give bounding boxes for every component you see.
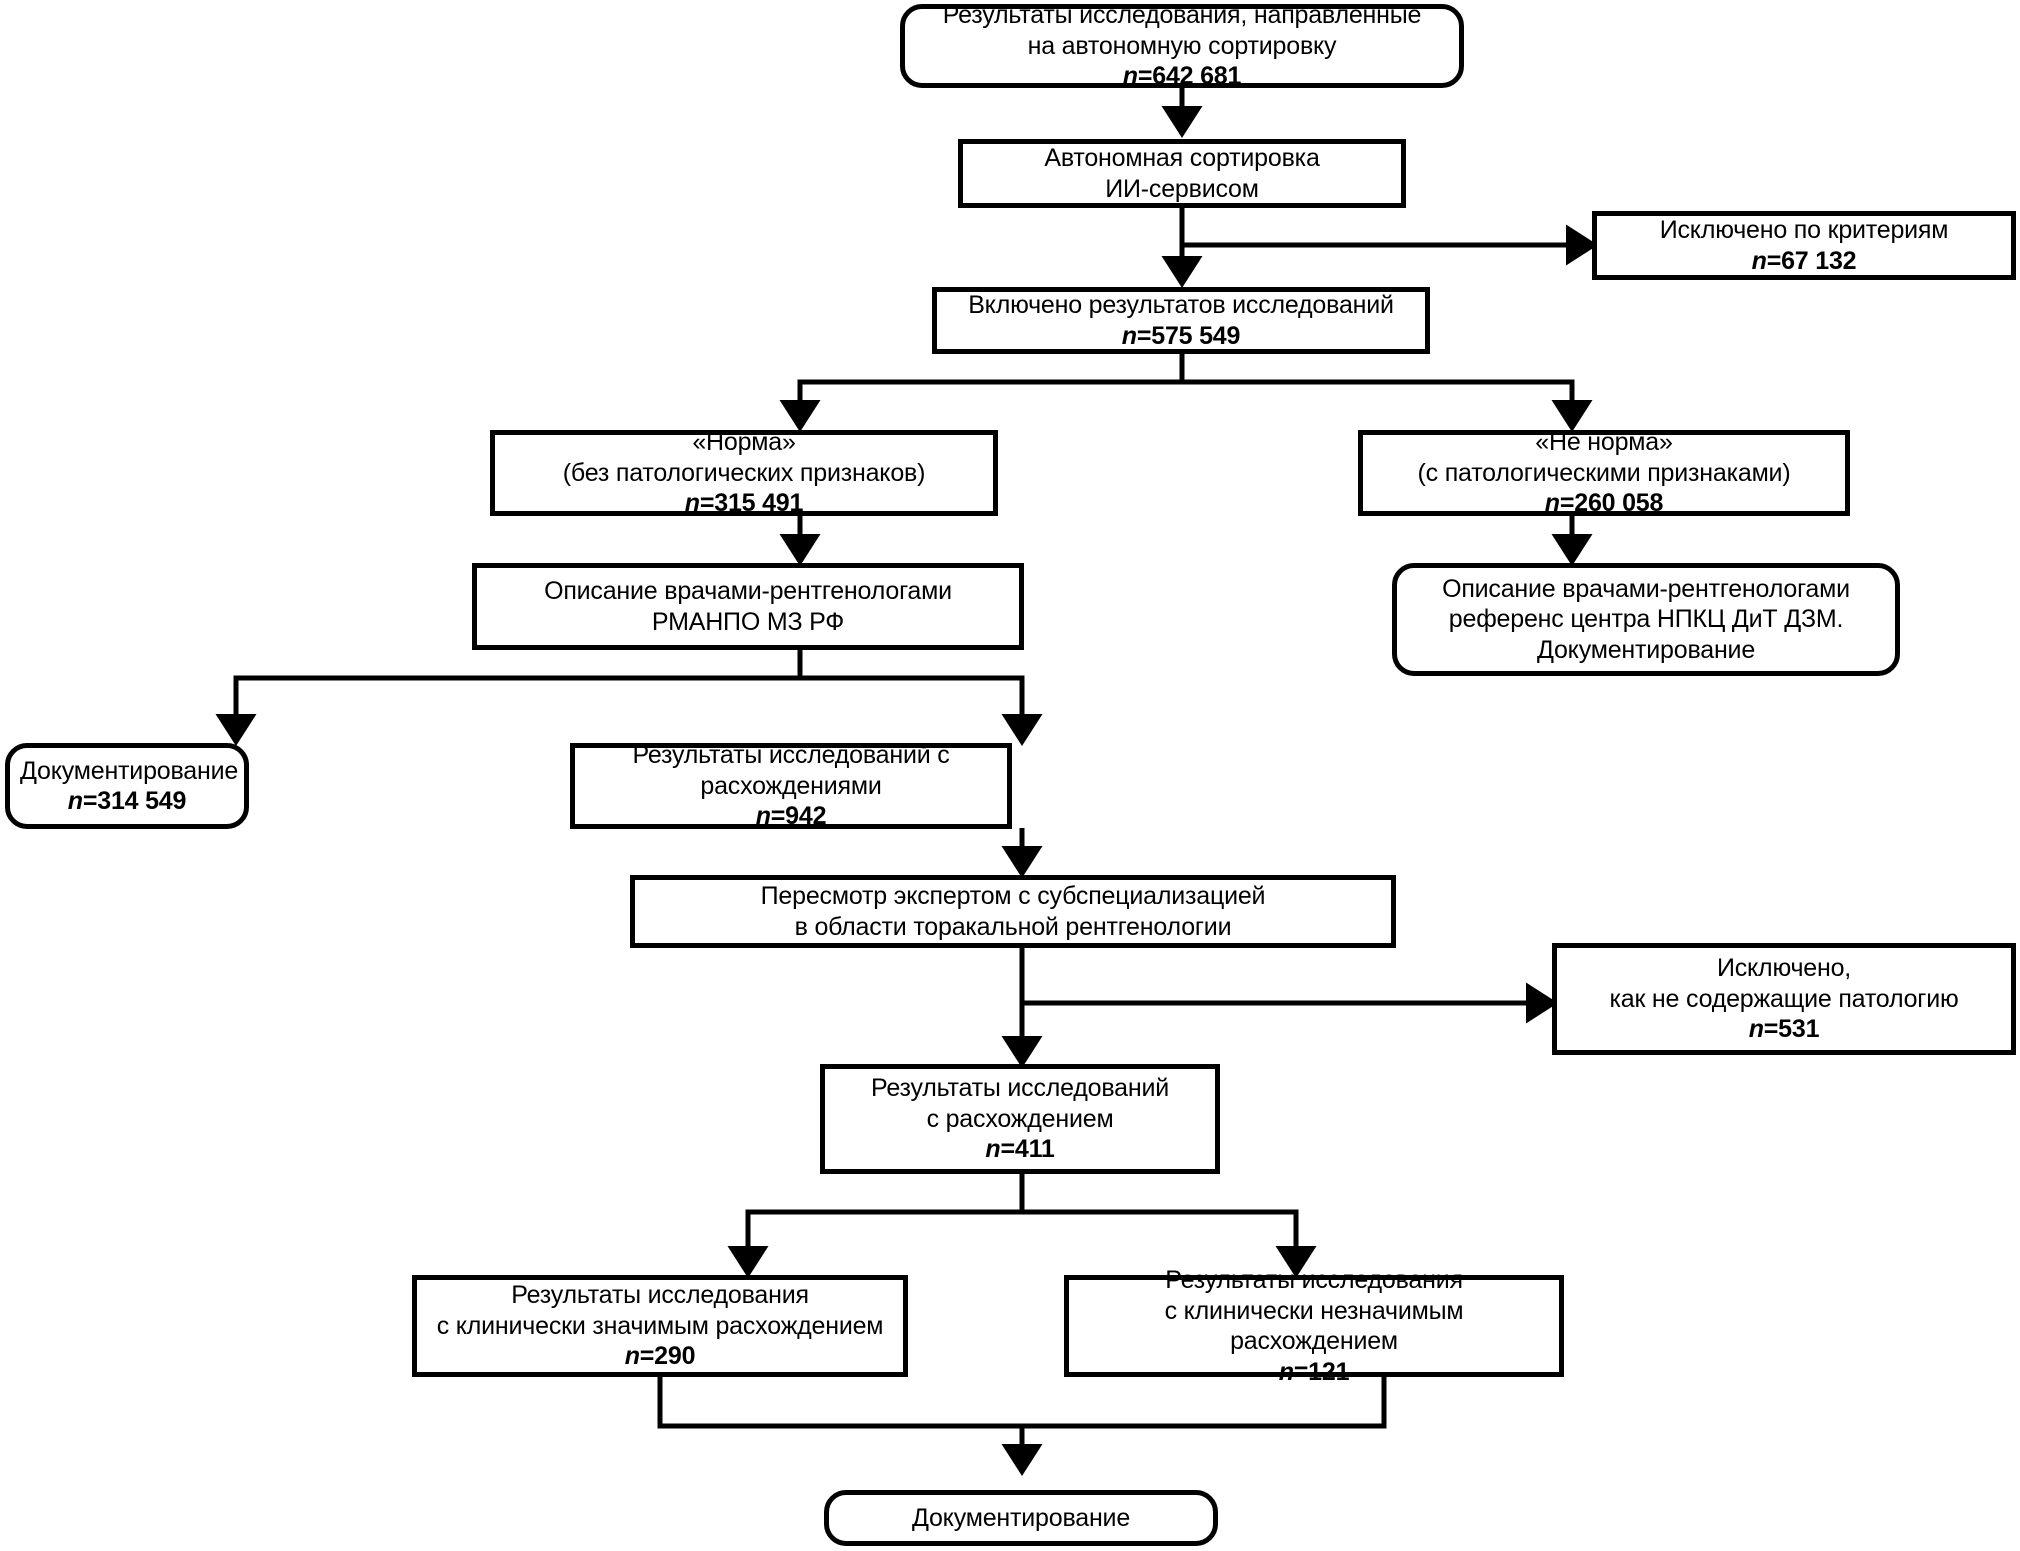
node-line: в области торакальной рентгенологии xyxy=(794,912,1232,941)
node-line: Результаты исследования, направленные xyxy=(942,1,1422,30)
edge-included-to-nenorma xyxy=(1179,354,1593,433)
node-count: n=314 549 xyxy=(20,786,234,817)
n-value: =642 681 xyxy=(1137,62,1242,91)
node-line: Результаты исследования xyxy=(1165,1266,1463,1294)
n-symbol: n xyxy=(684,489,700,518)
node-ne-norma[interactable]: «Не норма» (с патологическими признаками… xyxy=(1358,428,1850,519)
node-line: Исключено по критериям xyxy=(1659,216,1949,244)
n-value: =411 xyxy=(1000,1135,1055,1164)
node-line: Описание врачами-рентгенологами xyxy=(1442,574,1850,603)
n-value: =290 xyxy=(639,1342,696,1371)
node-line: Исключено, xyxy=(1716,954,1852,983)
node-included[interactable]: Включено результатов исследований n=575 … xyxy=(932,287,1430,354)
node-count: n=642 681 xyxy=(915,61,1449,92)
n-symbol: n xyxy=(1748,1015,1764,1044)
node-count: n=121 xyxy=(1079,1357,1549,1388)
node-line: с клинически незначимым расхождением xyxy=(1164,1296,1464,1356)
node-discrepancies-942[interactable]: Результаты исследований с расхождениями … xyxy=(570,741,1012,832)
node-count: n=411 xyxy=(835,1134,1205,1165)
node-line: с клинически значимым расхождением xyxy=(436,1311,884,1340)
node-line: на автономную сортировку xyxy=(1027,31,1337,60)
n-symbol: n xyxy=(1122,62,1138,91)
node-line: Описание врачами-рентгенологами xyxy=(544,577,952,605)
node-norma[interactable]: «Норма» (без патологических признаков) n… xyxy=(490,428,998,519)
node-sent-to-triage[interactable]: Результаты исследования, направленные на… xyxy=(900,1,1464,90)
n-value: =942 xyxy=(770,802,827,831)
n-symbol: n xyxy=(985,1135,1001,1164)
node-count: n=942 xyxy=(585,801,997,832)
edge-rmanpo-to-doc xyxy=(215,650,803,747)
n-symbol: n xyxy=(1278,1357,1294,1386)
n-symbol: n xyxy=(1544,489,1560,518)
node-line: «Норма» xyxy=(692,428,796,457)
node-line: (с патологическими признаками) xyxy=(1417,458,1791,487)
n-value: =67 132 xyxy=(1766,246,1857,275)
n-value: =575 549 xyxy=(1136,321,1241,350)
node-ai-triage[interactable]: Автономная сортировка ИИ-сервисом xyxy=(958,139,1406,208)
node-line: Документирование xyxy=(911,1503,1131,1532)
node-line: Включено результатов исследований xyxy=(968,291,1394,319)
node-count: n=315 491 xyxy=(505,488,983,519)
node-count: n=531 xyxy=(1567,1014,2001,1045)
node-line: (без патологических признаков) xyxy=(562,458,926,487)
n-symbol: n xyxy=(755,802,771,831)
node-line: РМАНПО МЗ РФ xyxy=(651,607,845,636)
n-symbol: n xyxy=(67,787,83,815)
edge-411-to-290 xyxy=(727,1174,1025,1279)
node-clinically-insignificant-121[interactable]: Результаты исследования с клинически нез… xyxy=(1064,1266,1564,1386)
edge-join-290 xyxy=(657,1377,1022,1429)
node-count: n=290 xyxy=(427,1341,893,1372)
node-line: как не содержащие патологию xyxy=(1609,984,1959,1013)
edge-411-to-121 xyxy=(1019,1174,1317,1279)
n-symbol: n xyxy=(1751,246,1767,275)
node-line: Автономная сортировка xyxy=(1044,144,1320,172)
node-line: Пересмотр экспертом с субспециализацией xyxy=(760,882,1266,910)
node-line: Результаты исследования xyxy=(511,1281,809,1310)
node-documentation-final[interactable]: Документирование xyxy=(824,1490,1218,1546)
node-line: референс центра НПКЦ ДиТ ДЗМ. xyxy=(1448,605,1844,634)
node-count: n=67 132 xyxy=(1607,246,2001,277)
node-line: Результаты исследований с расхождениями xyxy=(632,741,950,800)
node-line: «Не норма» xyxy=(1535,428,1673,457)
node-excluded-no-pathology[interactable]: Исключено, как не содержащие патологию n… xyxy=(1552,943,2016,1055)
node-line: с расхождением xyxy=(926,1104,1114,1133)
node-documentation-314549[interactable]: Документирование n=314 549 xyxy=(5,743,249,829)
n-symbol: n xyxy=(624,1342,640,1371)
n-value: =121 xyxy=(1293,1357,1350,1386)
node-description-rmanpo[interactable]: Описание врачами-рентгенологами РМАНПО М… xyxy=(472,563,1024,650)
edge-included-to-norma xyxy=(779,354,1185,433)
node-clinically-significant-290[interactable]: Результаты исследования с клинически зна… xyxy=(412,1275,908,1377)
node-count: n=260 058 xyxy=(1373,488,1835,519)
node-line: ИИ-сервисом xyxy=(1105,174,1259,203)
node-expert-review[interactable]: Пересмотр экспертом с субспециализацией … xyxy=(630,875,1396,948)
n-value: =314 549 xyxy=(82,787,187,815)
node-line: Результаты исследований xyxy=(870,1074,1170,1103)
node-description-reference-center[interactable]: Описание врачами-рентгенологами референс… xyxy=(1392,563,1900,676)
node-excluded-criteria[interactable]: Исключено по критериям n=67 132 xyxy=(1592,211,2016,280)
node-count: n=575 549 xyxy=(947,321,1415,352)
node-line: Документирование xyxy=(20,756,239,785)
n-value: =315 491 xyxy=(699,489,804,518)
n-value: =260 058 xyxy=(1559,489,1664,518)
n-symbol: n xyxy=(1121,321,1137,350)
node-line: Документирование xyxy=(1536,635,1756,664)
edge-rmanpo-to-942 xyxy=(797,650,1043,747)
node-discrepancy-411[interactable]: Результаты исследований с расхождением n… xyxy=(820,1064,1220,1174)
n-value: =531 xyxy=(1763,1015,1820,1044)
